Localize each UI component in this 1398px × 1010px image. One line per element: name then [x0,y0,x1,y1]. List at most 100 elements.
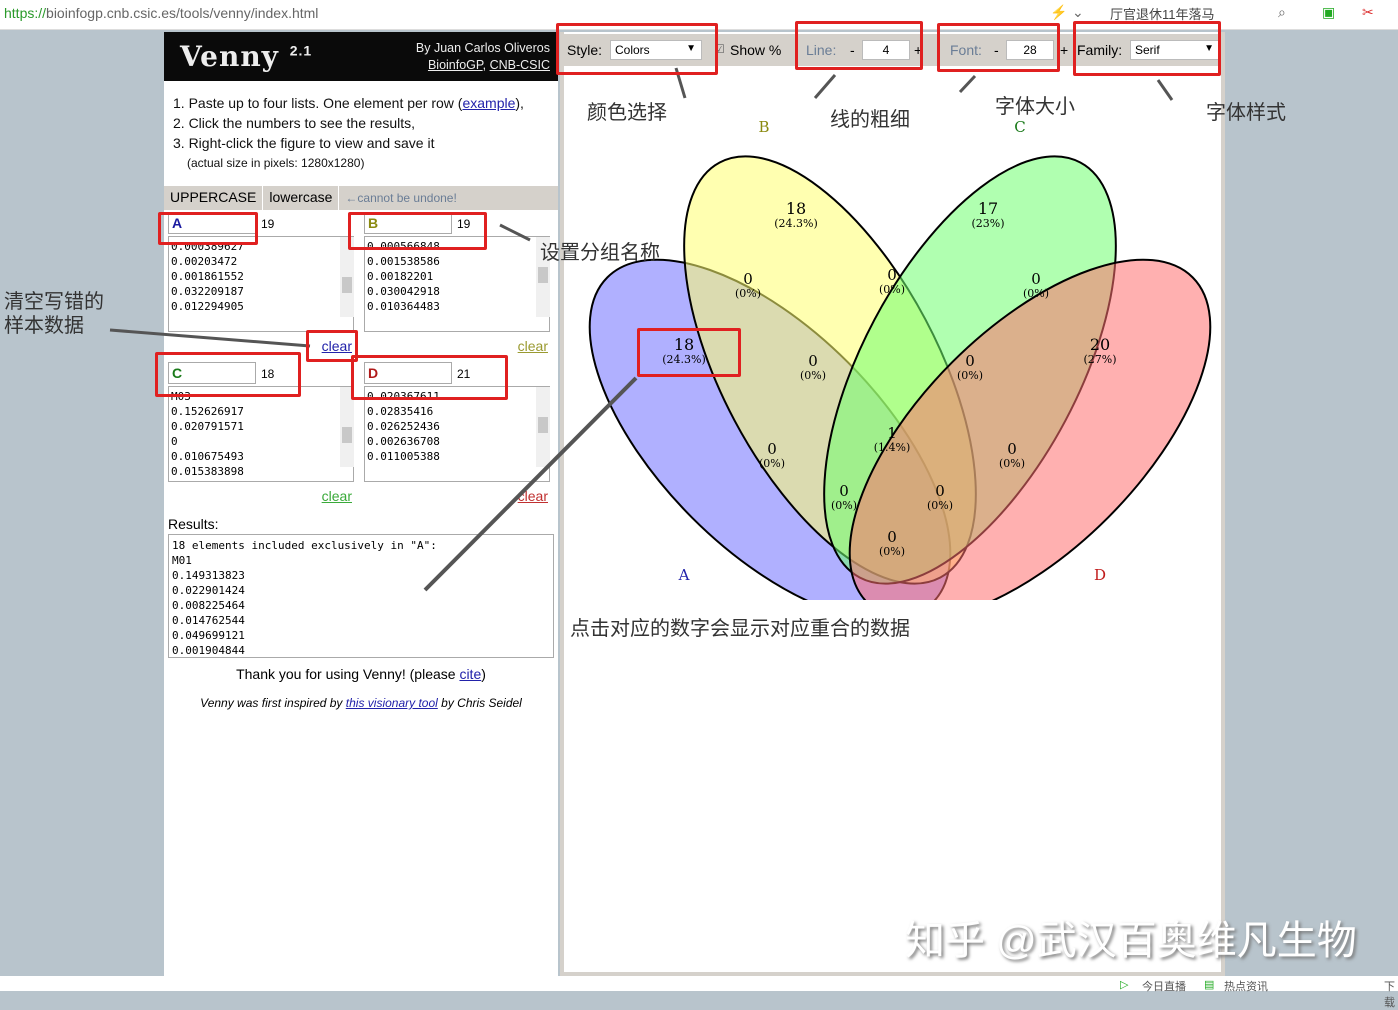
chevron-down-icon[interactable]: ⌄ [1072,4,1084,20]
region-percent: (0%) [759,457,785,470]
region-count[interactable]: 0 [767,440,777,458]
list-textarea[interactable]: 0.000389627 0.00203472 0.001861552 0.032… [168,236,354,332]
highlight-box [348,212,487,250]
region-BC[interactable]: 0(0%) [879,266,905,296]
set-label: C [1014,118,1025,136]
lowercase-button[interactable]: lowercase [263,186,340,210]
news-headline[interactable]: 厅官退休11年落马 [1110,7,1215,22]
toolbar: Style: Colors▼ ☑ Show % Line: - 4 + Font… [564,34,1225,66]
region-count[interactable]: 1 [887,424,897,442]
highlight-box [158,212,258,245]
region-BD[interactable]: 0(0%) [999,440,1025,470]
region-count[interactable]: 18 [786,199,806,218]
region-B[interactable]: 18(24.3%) [774,199,818,230]
line-width-input[interactable]: 4 [862,40,910,60]
list-textarea[interactable]: 0.000566848 0.001538586 0.00182201 0.030… [364,236,550,332]
annotation-clear: 清空写错的样本数据 [4,291,104,337]
region-percent: (0%) [879,545,905,558]
list-name-input[interactable] [168,212,256,234]
font-family-select[interactable]: Serif▼ [1130,40,1220,60]
lightning-icon[interactable]: ⚡ [1050,4,1068,20]
region-count[interactable]: 0 [808,352,818,370]
region-count[interactable]: 18 [674,335,694,354]
visionary-tool-link[interactable]: this visionary tool [345,696,438,710]
set-label: D [1094,566,1106,584]
region-count[interactable]: 17 [978,199,998,218]
list-textarea[interactable]: 0.020367611 0.02835416 0.026252436 0.002… [364,386,550,482]
watermark: 知乎 @武汉百奥维凡生物 [905,919,1357,963]
annotation-click: 点击对应的数字会显示对应重合的数据 [570,618,910,640]
font-minus-button[interactable]: - [994,42,999,58]
scrollbar[interactable] [536,237,550,317]
region-A[interactable]: 18(24.3%) [662,335,706,366]
list-count: 18 [261,367,275,381]
region-count[interactable]: 0 [887,266,897,284]
scrollbar[interactable] [340,387,354,467]
region-CD[interactable]: 0(0%) [1023,270,1049,300]
search-icon[interactable]: ⌕ [1278,4,1286,20]
region-percent: (1.4%) [874,441,911,454]
author: By Juan Carlos Oliveros [415,41,550,55]
list-count: 19 [261,217,275,231]
region-count[interactable]: 0 [965,352,975,370]
annotation-font: 字体大小 [995,96,1075,118]
region-AB[interactable]: 0(0%) [735,270,761,300]
cite-link[interactable]: cite [459,666,482,682]
clear-link[interactable]: clear [517,338,548,354]
list-name-input[interactable] [168,362,256,384]
region-percent: (0%) [957,369,983,382]
region-ABCD[interactable]: 1(1.4%) [874,424,911,454]
instructions: 1. Paste up to four lists. One element p… [173,95,524,170]
region-D[interactable]: 20(27%) [1083,335,1116,366]
region-count[interactable]: 0 [839,482,849,500]
region-percent: (0%) [735,287,761,300]
region-ACD[interactable]: 0(0%) [927,482,953,512]
status-bar: ▷ 今日直播 ▤ 热点资讯 下载 [0,976,1398,1009]
region-BCD[interactable]: 0(0%) [957,352,983,382]
example-link[interactable]: example [462,95,516,111]
news-icon[interactable]: ▤ [1204,979,1215,991]
font-size-input[interactable]: 28 [1006,40,1054,60]
region-count[interactable]: 0 [935,482,945,500]
region-AD[interactable]: 0(0%) [879,528,905,558]
line-minus-button[interactable]: - [850,42,855,58]
region-count[interactable]: 0 [887,528,897,546]
extension-icon[interactable]: ▣ [1322,4,1336,20]
region-percent: (23%) [971,217,1004,230]
region-count[interactable]: 0 [1007,440,1017,458]
clear-link[interactable]: clear [321,488,352,504]
clear-link[interactable]: clear [321,338,352,354]
scrollbar[interactable] [340,237,354,317]
highlight-box [937,23,1060,72]
results-label: Results: [168,516,219,532]
bioinfogp-link[interactable]: BioinfoGP [427,58,483,72]
undo-warning: ←cannot be undone! [345,191,457,205]
url-text[interactable]: https://bioinfogp.cnb.csic.es/tools/venn… [4,5,319,21]
cnb-csic-link[interactable]: CNB-CSIC [489,58,550,72]
region-count[interactable]: 0 [1031,270,1041,288]
highlight-box [795,21,923,70]
region-C[interactable]: 17(23%) [971,199,1004,230]
play-icon[interactable]: ▷ [1120,979,1129,991]
style-select[interactable]: Colors▼ [610,40,702,60]
scissors-icon[interactable]: ✂ [1362,4,1374,20]
line-plus-button[interactable]: + [914,42,923,58]
results-textarea[interactable]: 18 elements included exclusively in "A":… [168,534,554,658]
region-percent: (0%) [999,457,1025,470]
region-percent: (0%) [831,499,857,512]
scrollbar[interactable] [536,387,550,467]
list-name-input[interactable] [364,212,452,234]
region-count[interactable]: 0 [743,270,753,288]
region-ABC[interactable]: 0(0%) [800,352,826,382]
highlight-box [155,352,301,397]
font-plus-button[interactable]: + [1060,42,1069,58]
clear-link[interactable]: clear [517,488,548,504]
region-count[interactable]: 20 [1090,335,1110,354]
show-percent-checkbox[interactable]: ☑ [714,42,725,56]
region-ABD[interactable]: 0(0%) [831,482,857,512]
region-AC[interactable]: 0(0%) [759,440,785,470]
list-textarea[interactable]: M03 0.152626917 0.020791571 0 0.01067549… [168,386,354,482]
uppercase-button[interactable]: UPPERCASE [164,186,264,210]
